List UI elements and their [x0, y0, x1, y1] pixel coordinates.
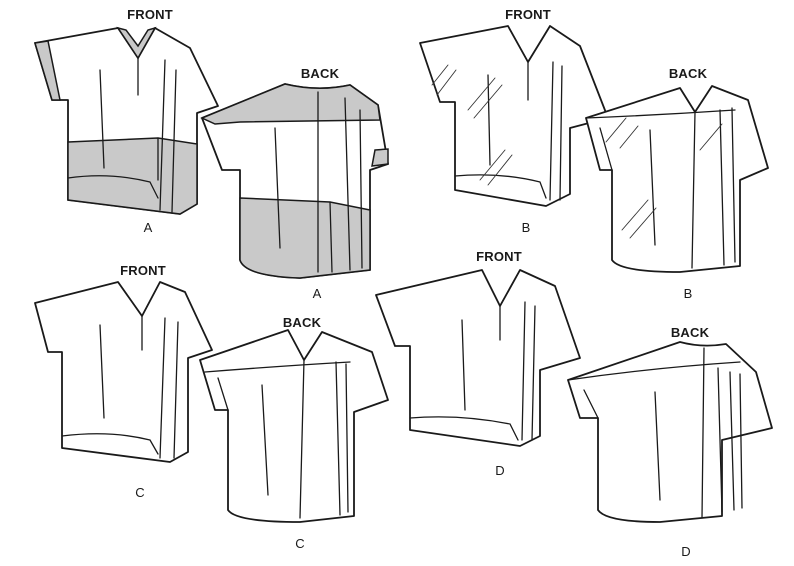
top-b-front-drawing	[419, 25, 609, 207]
variation-label-a-front: A	[143, 220, 153, 235]
view-label-d-front: FRONT	[476, 249, 522, 264]
variation-label-d-front: D	[495, 463, 505, 478]
variation-label-a-back: A	[312, 286, 322, 301]
view-label-a-back: BACK	[300, 66, 340, 81]
variation-label-c-back: C	[295, 536, 305, 551]
view-label-c-front: FRONT	[120, 263, 166, 278]
top-d-front-drawing	[375, 269, 581, 447]
top-a-front-drawing	[34, 26, 219, 215]
top-c-back-drawing	[199, 329, 389, 523]
view-label-a-front: FRONT	[127, 7, 173, 22]
view-label-b-back: BACK	[668, 66, 708, 81]
top-d-back-drawing	[567, 341, 773, 523]
top-b-back-drawing	[585, 85, 769, 273]
view-label-c-back: BACK	[282, 315, 322, 330]
variation-label-b-back: B	[683, 286, 693, 301]
variation-label-c-front: C	[135, 485, 145, 500]
view-label-d-back: BACK	[670, 325, 710, 340]
view-label-b-front: FRONT	[505, 7, 551, 22]
variation-label-d-back: D	[681, 544, 691, 559]
top-c-front-drawing	[34, 281, 213, 463]
top-a-back-drawing	[200, 83, 389, 279]
variation-label-b-front: B	[521, 220, 531, 235]
